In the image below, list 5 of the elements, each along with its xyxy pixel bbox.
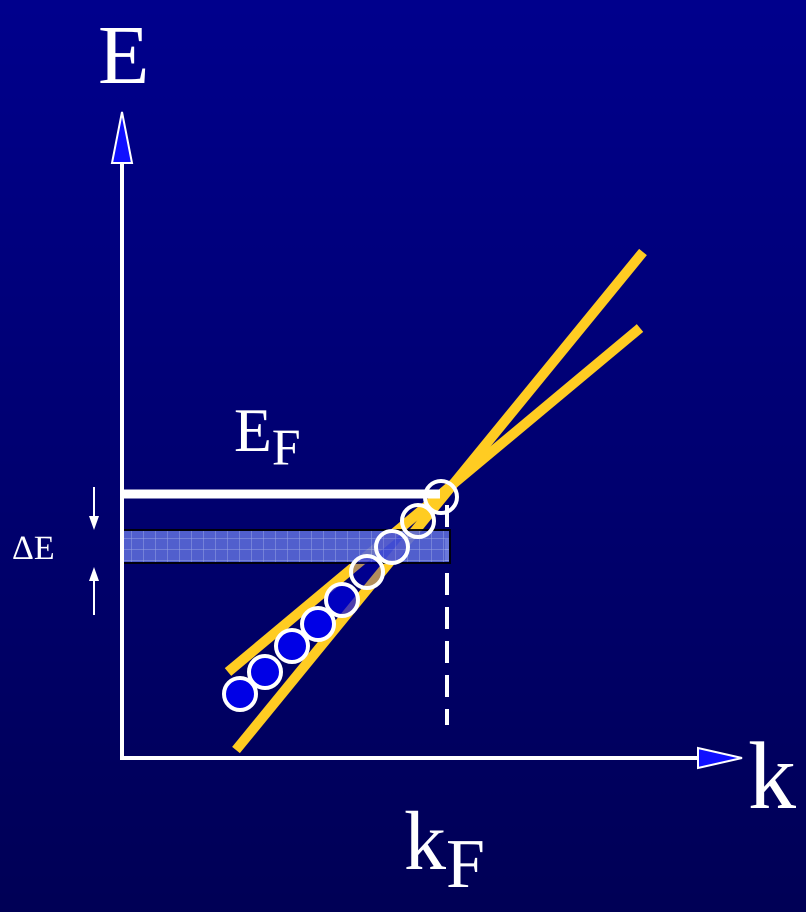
axis-label: k (748, 728, 796, 824)
fermi-energy-label: E$_{F}$ (234, 400, 301, 474)
energy-interval-label: ΔE (12, 532, 55, 566)
axis-label: E (98, 14, 150, 98)
fermi-wavevector-label: k$_{F}$ (404, 800, 485, 900)
